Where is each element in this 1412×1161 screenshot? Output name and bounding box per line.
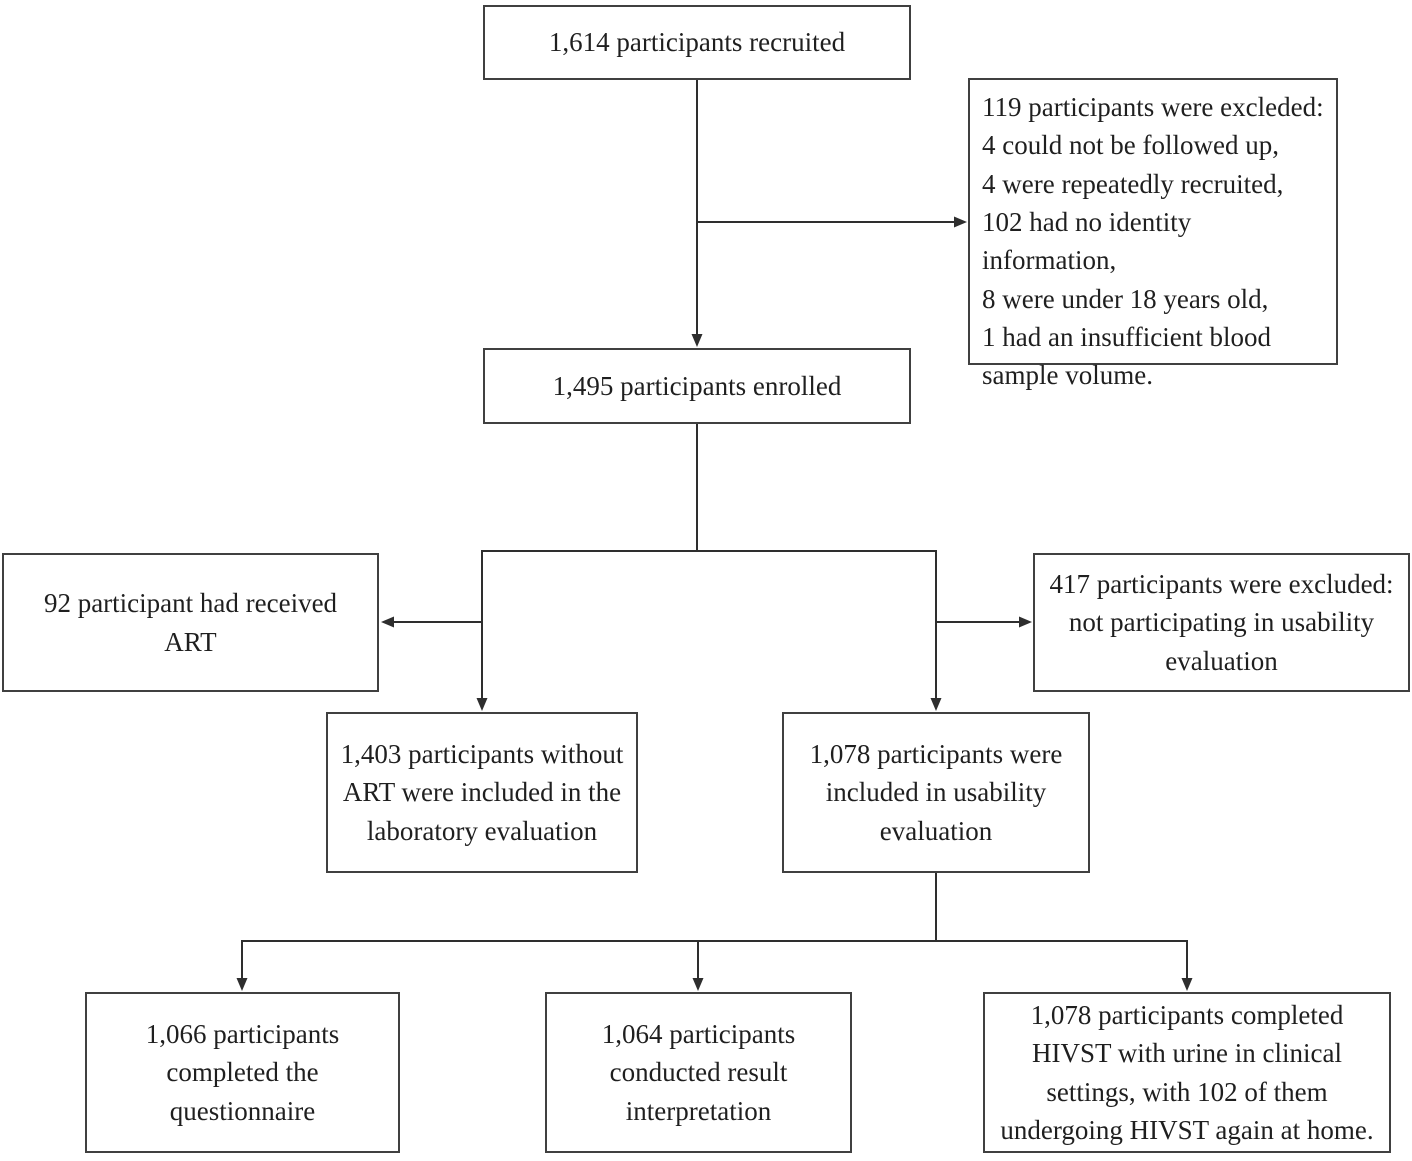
connector-split-to-art-received: [381, 616, 482, 628]
box-participants-enrolled: 1,495 participants enrolled: [483, 348, 911, 424]
box-art-received: 92 participant had received ART: [2, 553, 379, 692]
arrowhead-right-icon: [1019, 616, 1032, 628]
arrowhead-down-icon: [692, 978, 704, 991]
arrowhead-right-icon: [954, 216, 967, 228]
arrowhead-down-icon: [1181, 978, 1193, 991]
connector-enrolled-to-split: [482, 424, 936, 552]
connector-recruited-to-enrolled: [691, 80, 703, 347]
box-result-interpretation: 1,064 participants conducted result inte…: [545, 992, 852, 1153]
arrowhead-down-icon: [476, 698, 488, 711]
box-participants-excluded-initial: 119 participants were excleded: 4 could …: [968, 78, 1338, 390]
connector-bar-to-questionnaire: [236, 940, 248, 991]
connector-recruited-to-excluded-initial: [697, 216, 967, 228]
connector-split-to-usability-eval: [930, 550, 942, 711]
box-participants-recruited: 1,614 participants recruited: [483, 5, 911, 80]
arrowhead-left-icon: [381, 616, 394, 628]
box-completed-questionnaire: 1,066 participants completed the questio…: [85, 992, 400, 1153]
connector-split-to-excluded-usability: [936, 616, 1032, 628]
box-usability-evaluation: 1,078 participants were included in usab…: [782, 712, 1090, 873]
box-excluded-usability: 417 participants were excluded: not part…: [1033, 553, 1410, 692]
box-hivst-completed: 1,078 participants completed HIVST with …: [983, 992, 1391, 1153]
arrowhead-down-icon: [930, 698, 942, 711]
arrowhead-down-icon: [236, 978, 248, 991]
connector-split-to-lab-eval: [476, 550, 488, 711]
connector-bar-to-interpretation: [692, 941, 704, 991]
connector-bar-to-hivst: [1181, 940, 1193, 991]
box-laboratory-evaluation: 1,403 participants without ART were incl…: [326, 712, 638, 873]
arrowhead-down-icon: [691, 334, 703, 347]
connector-usability-to-bottom-bar: [242, 873, 1187, 942]
